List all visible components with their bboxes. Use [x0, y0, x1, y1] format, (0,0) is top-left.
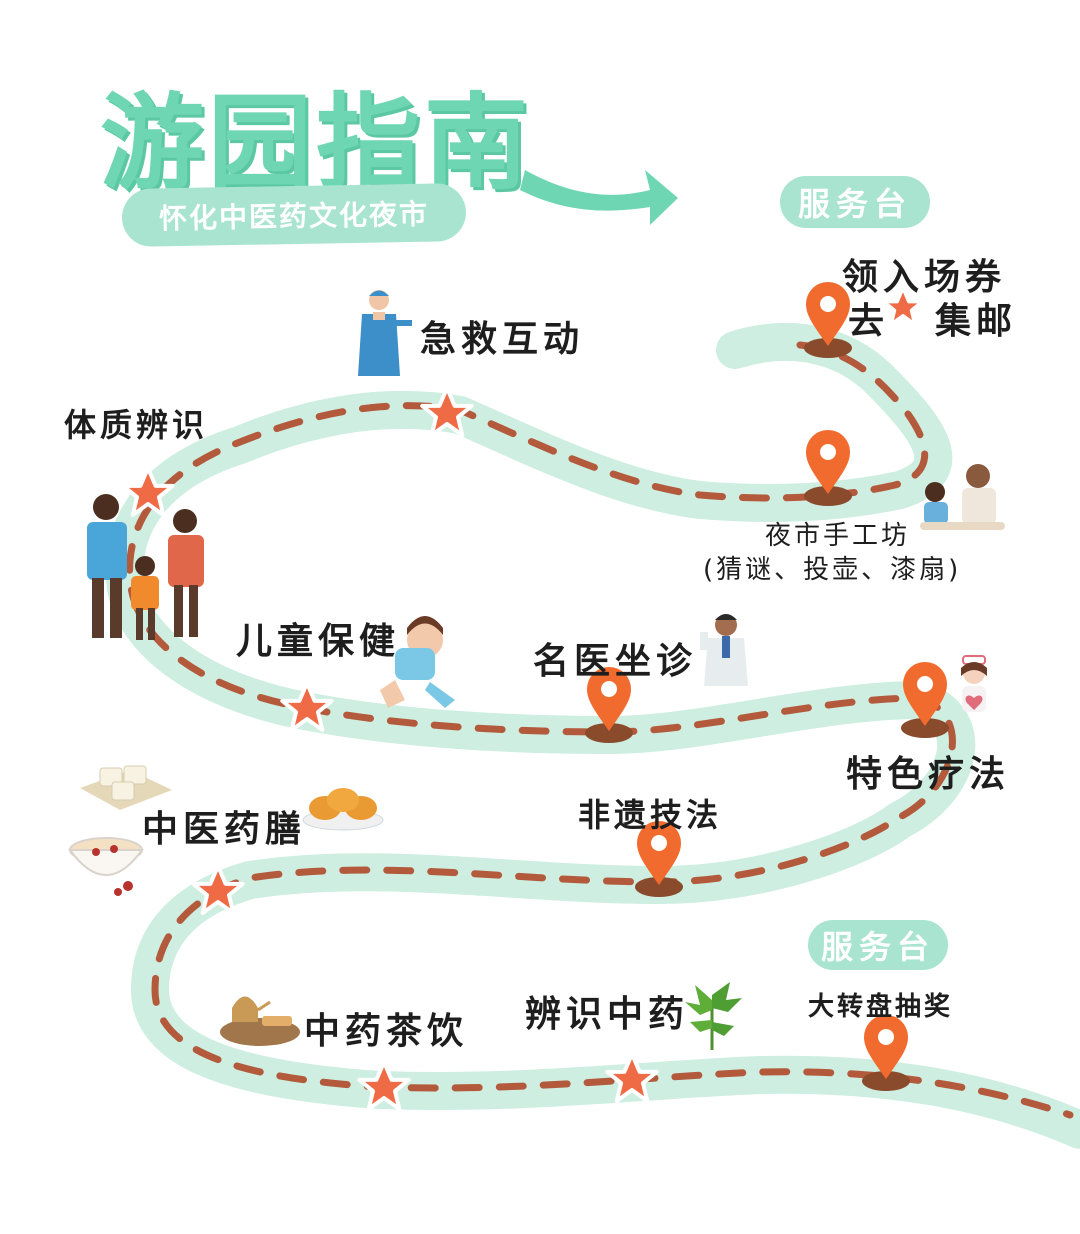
star-icon — [605, 1052, 659, 1103]
page-title: 游园指南 — [100, 82, 533, 204]
doctor-illustration — [700, 614, 748, 686]
herb-leaf-illustration — [685, 982, 742, 1050]
service-desk-top: 服务台 — [780, 176, 930, 228]
location-pin-icon — [901, 662, 949, 738]
star-icon — [280, 681, 334, 732]
star-icon — [420, 386, 474, 437]
stop-herbal-tea: 中药茶饮 — [304, 1011, 469, 1052]
star-icon — [357, 1060, 411, 1111]
subtitle-badge: 怀化中医药文化夜市 — [121, 183, 467, 247]
stop-medicinal-diet: 中医药膳 — [142, 809, 307, 850]
child-illustration — [380, 616, 455, 708]
stop-child-care: 儿童保健 — [236, 621, 401, 662]
star-icon — [191, 864, 245, 915]
stop-heritage: 非遗技法 — [578, 796, 723, 834]
road-base — [105, 323, 1080, 1149]
pastry-illustration — [302, 788, 384, 831]
doctor-illustration — [358, 290, 412, 376]
stop-ticket-line2-a: 去 — [848, 301, 890, 342]
tea-set-illustration — [220, 996, 300, 1046]
nurse-illustration — [961, 655, 987, 712]
stop-first-aid: 急救互动 — [420, 319, 585, 360]
star-icon — [882, 287, 924, 326]
location-pin-icon — [862, 1015, 910, 1091]
location-pin-icon — [804, 282, 852, 358]
service-desk-bottom: 服务台 — [808, 920, 948, 970]
star-icon — [121, 466, 175, 517]
road-dashes — [126, 341, 1074, 1119]
arrow-icon — [520, 170, 678, 225]
stop-famous-doctor: 名医坐诊 — [533, 641, 698, 682]
location-pin-icon — [585, 667, 633, 743]
stop-herb-identify: 辨识中药 — [525, 994, 690, 1035]
subtitle-text: 怀化中医药文化夜市 — [158, 197, 430, 236]
service-desk-label: 服务台 — [797, 185, 912, 223]
stop-ticket-line2-b: 集邮 — [935, 301, 1018, 342]
family-illustration — [87, 494, 204, 640]
soup-illustration — [68, 837, 144, 896]
stop-constitution: 体质辨识 — [64, 406, 209, 444]
stop-workshop-detail: (猜谜、投壶、漆扇) — [703, 555, 962, 585]
stop-workshop: 夜市手工坊 — [765, 521, 911, 551]
stop-special-therapy: 特色疗法 — [846, 754, 1011, 795]
location-pin-icon — [804, 430, 852, 506]
stop-lottery: 大转盘抽奖 — [808, 992, 954, 1022]
craft-illustration — [920, 464, 1005, 530]
location-pin-icon — [635, 821, 683, 897]
stop-ticket-line1: 领入场券 — [842, 257, 1007, 298]
service-desk-label: 服务台 — [820, 928, 935, 966]
pastry-illustration — [80, 765, 172, 810]
